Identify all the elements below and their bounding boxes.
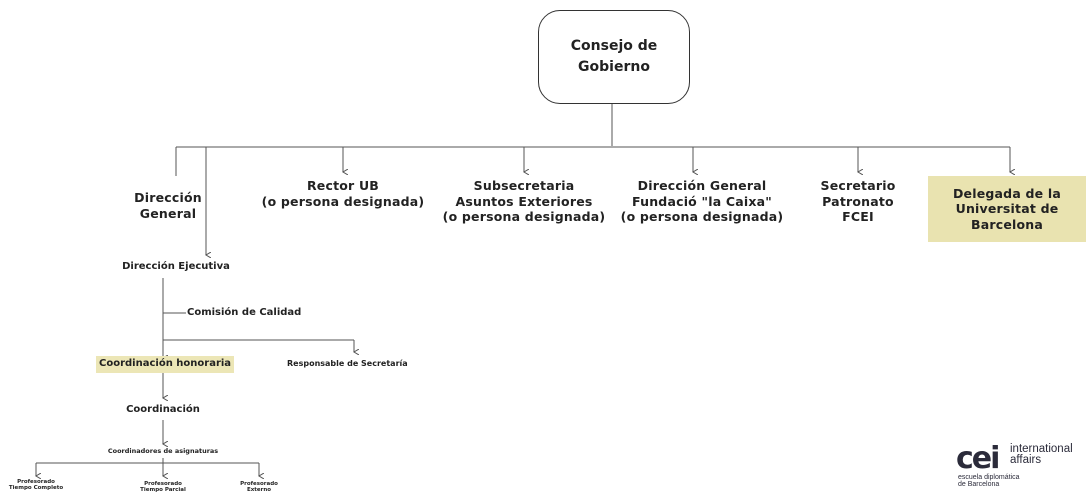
delegada-line2: Universitat de <box>955 201 1059 217</box>
profesorado-parcial-node: Profesorado Tiempo Parcial <box>133 481 193 494</box>
cei-logo-sub1: escuela diplomática <box>958 474 1020 481</box>
subsecretaria-line1: Subsecretaria <box>473 178 575 193</box>
consejo-de-gobierno-line1: Consejo de <box>570 38 658 54</box>
profesorado-parcial-line1: Profesorado <box>144 481 182 487</box>
subsecretaria-line2: Asuntos Exteriores <box>455 193 593 209</box>
rector-ub-line1: Rector UB <box>306 178 380 193</box>
delegada-ub-node: Delegada de la Universitat de Barcelona <box>928 176 1086 242</box>
direccion-general-node: Dirección General <box>118 190 218 221</box>
profesorado-externo-node: Profesorado Externo <box>229 481 289 494</box>
fundacio-line1: Dirección General <box>637 178 767 193</box>
direccion-ejecutiva-node: Dirección Ejecutiva <box>122 261 230 272</box>
cei-logo-sub2: de Barcelona <box>958 481 1000 488</box>
direccion-general-line1: Dirección <box>134 190 202 205</box>
subsecretaria-line3: (o persona designada) <box>442 209 606 225</box>
consejo-de-gobierno-line2: Gobierno <box>578 59 650 75</box>
cei-logo-mark: cei <box>956 441 1000 476</box>
secretario-line3: FCEI <box>842 209 874 225</box>
profesorado-completo-line2: Tiempo Completo <box>8 485 64 492</box>
profesorado-completo-line1: Profesorado <box>17 479 55 485</box>
rector-ub-node: Rector UB (o persona designada) <box>253 178 433 209</box>
rector-ub-line2: (o persona designada) <box>261 193 425 209</box>
fundacio-line3: (o persona designada) <box>620 209 784 225</box>
delegada-line1: Delegada de la <box>952 185 1062 201</box>
responsable-secretaria-node: Responsable de Secretaría <box>287 359 408 368</box>
cei-logo-line2: affairs <box>1010 454 1042 466</box>
delegada-line3: Barcelona <box>970 216 1044 232</box>
direccion-general-line2: General <box>139 205 197 221</box>
cei-logo-line1: international <box>1010 443 1073 455</box>
profesorado-externo-line1: Profesorado <box>240 481 278 487</box>
coordinacion-node: Coordinación <box>126 404 200 415</box>
subsecretaria-node: Subsecretaria Asuntos Exteriores (o pers… <box>432 178 616 225</box>
secretario-patronato-node: Secretario Patronato FCEI <box>808 178 908 225</box>
fundacio-node: Dirección General Fundació "la Caixa" (o… <box>610 178 794 225</box>
cei-logo-wordmark: international affairs <box>1010 443 1073 466</box>
profesorado-parcial-line2: Tiempo Parcial <box>140 487 186 494</box>
secretario-line1: Secretario <box>820 178 896 193</box>
coordinadores-asignaturas-node: Coordinadores de asignaturas <box>107 447 219 455</box>
coordinacion-honoraria-node: Coordinación honoraria <box>96 356 235 373</box>
comision-calidad-node: Comisión de Calidad <box>187 307 302 318</box>
consejo-de-gobierno-node: Consejo de Gobierno <box>538 10 690 104</box>
profesorado-externo-line2: Externo <box>246 487 272 494</box>
cei-logo: cei international affairs escuela diplom… <box>956 443 1086 493</box>
profesorado-completo-node: Profesorado Tiempo Completo <box>6 479 66 492</box>
cei-logo-subtitle: escuela diplomática de Barcelona <box>958 474 1019 488</box>
secretario-line2: Patronato <box>822 193 894 209</box>
fundacio-line2: Fundació "la Caixa" <box>631 193 773 209</box>
